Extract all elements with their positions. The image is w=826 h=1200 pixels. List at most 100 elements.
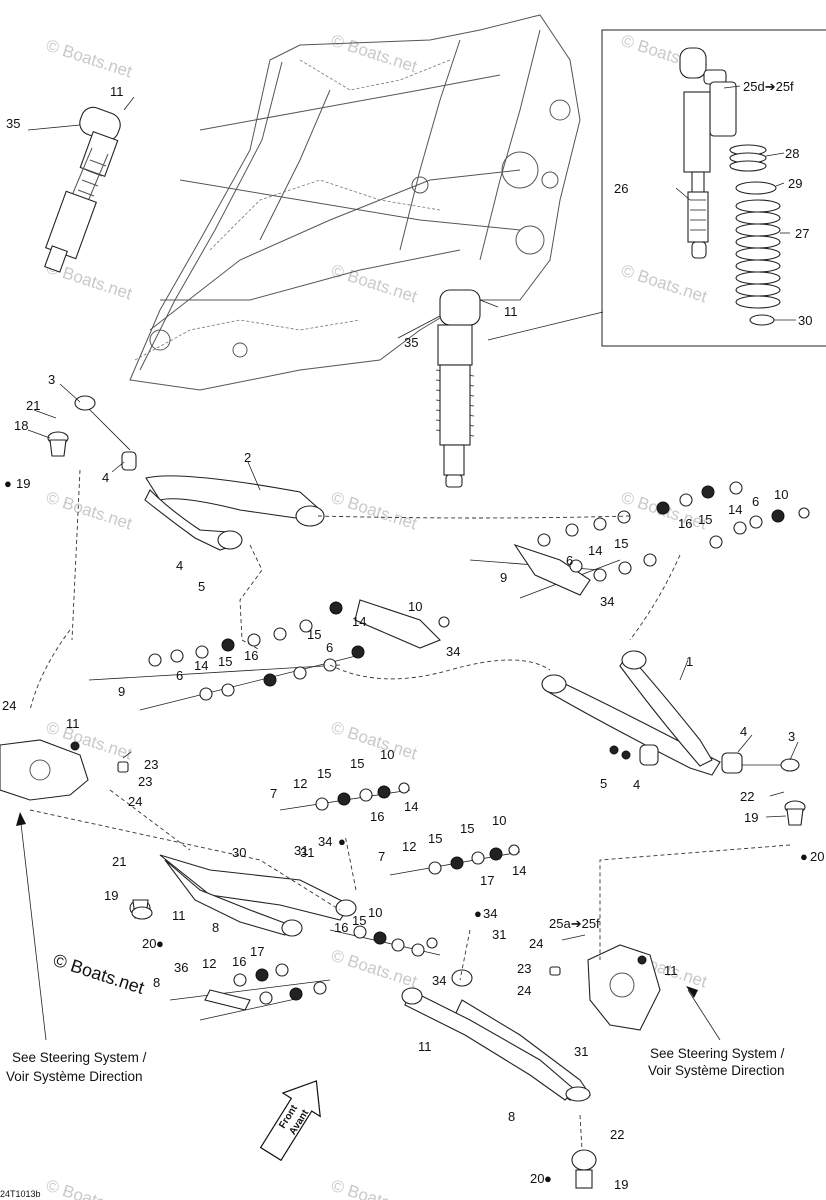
upper-a-arm-left bbox=[74, 395, 325, 551]
watermark: © Boats.net bbox=[329, 31, 420, 77]
callout-label: 20 bbox=[530, 1171, 544, 1186]
callout-label: 9 bbox=[500, 570, 507, 585]
callout-label: 15 bbox=[218, 654, 232, 669]
callout-label: 5 bbox=[600, 776, 607, 791]
watermark: © Boats.net bbox=[619, 261, 710, 307]
watermark: © Boats.net bbox=[329, 1176, 420, 1200]
watermark: © Boats.net bbox=[329, 946, 420, 992]
callout-label: 14 bbox=[728, 502, 742, 517]
shock-components-inset bbox=[487, 29, 826, 347]
callout-label: 24 bbox=[128, 794, 142, 809]
callout-label: 31 bbox=[492, 927, 506, 942]
callout-label: 23 bbox=[517, 961, 531, 976]
callout-label: 6 bbox=[752, 494, 759, 509]
callout-label: 9 bbox=[118, 684, 125, 699]
callout-label: 6 bbox=[176, 668, 183, 683]
callout-label: 34 bbox=[446, 644, 460, 659]
callout-label: 6 bbox=[566, 553, 573, 568]
callout-label: 21 bbox=[26, 398, 40, 413]
callout-labels: 11 35 11 35 25d➔25f 28 29 26 27 30 3 21 … bbox=[2, 79, 824, 1192]
callout-label: 19 bbox=[744, 810, 758, 825]
callout-label: 16 bbox=[678, 516, 692, 531]
callout-label: 35 bbox=[6, 116, 20, 131]
callout-label: 11 bbox=[664, 963, 678, 978]
callout-label: 19 bbox=[104, 888, 118, 903]
lower-a-arm-left bbox=[129, 854, 357, 937]
callout-label: 16 bbox=[232, 954, 246, 969]
callout-label: 8 bbox=[153, 975, 160, 990]
callout-label: 26 bbox=[614, 181, 628, 196]
callout-label: 18 bbox=[14, 418, 28, 433]
callout-label: 22 bbox=[610, 1127, 624, 1142]
callout-label: 15 bbox=[428, 831, 442, 846]
lower-bushing-stacks bbox=[169, 782, 521, 1021]
oil-drop-icon: ● bbox=[338, 834, 346, 849]
callout-label: 10 bbox=[368, 905, 382, 920]
callout-label: 1 bbox=[686, 654, 693, 669]
callout-label: 35 bbox=[404, 335, 418, 350]
steering-note-line: See Steering System / bbox=[12, 1050, 147, 1065]
callout-label: 20 bbox=[142, 936, 156, 951]
watermark: © Boats.net bbox=[44, 488, 135, 534]
callout-label: 4 bbox=[740, 724, 747, 739]
callout-label: 3 bbox=[788, 729, 795, 744]
callout-label: 11 bbox=[110, 84, 124, 99]
callout-label: 14 bbox=[194, 658, 208, 673]
callout-label: 4 bbox=[102, 470, 109, 485]
callout-label: 27 bbox=[795, 226, 809, 241]
callout-label: 29 bbox=[788, 176, 802, 191]
callout-label: 7 bbox=[270, 786, 277, 801]
callout-label: 23 bbox=[144, 757, 158, 772]
callout-label: 16 bbox=[370, 809, 384, 824]
callout-label: 15 bbox=[352, 913, 366, 928]
callout-label: 15 bbox=[698, 512, 712, 527]
callout-label: 14 bbox=[512, 863, 526, 878]
oil-drop-icon: ● bbox=[474, 906, 482, 921]
callout-label: 12 bbox=[202, 956, 216, 971]
callout-label: 15 bbox=[460, 821, 474, 836]
callout-label: 15 bbox=[307, 627, 321, 642]
callout-label: 31 bbox=[574, 1044, 588, 1059]
callout-label: 31 bbox=[294, 843, 308, 858]
callout-label: 14 bbox=[588, 543, 602, 558]
callout-label: 34 bbox=[432, 973, 446, 988]
callout-label: 11 bbox=[418, 1039, 432, 1054]
callout-label: 19 bbox=[16, 476, 30, 491]
steering-note-left: See Steering System / Voir Système Direc… bbox=[6, 812, 147, 1084]
knuckle-right bbox=[549, 934, 661, 1031]
callout-label: 10 bbox=[774, 487, 788, 502]
steering-note-line: Voir Système Direction bbox=[648, 1063, 785, 1078]
callout-label: 24 bbox=[2, 698, 16, 713]
callout-label: 25a➔25f bbox=[549, 916, 600, 931]
callout-label: 12 bbox=[293, 776, 307, 791]
callout-label: 28 bbox=[785, 146, 799, 161]
callout-label: 5 bbox=[198, 579, 205, 594]
callout-label: 11 bbox=[504, 304, 518, 319]
callout-label: 4 bbox=[633, 777, 640, 792]
oil-drop-icon: ● bbox=[800, 849, 808, 864]
watermark: © Boats.net bbox=[329, 488, 420, 534]
copyright-label: © Boats.net bbox=[51, 950, 147, 998]
callout-label: 20 bbox=[810, 849, 824, 864]
callout-label: 10 bbox=[492, 813, 506, 828]
watermark: © Boats.net bbox=[44, 1176, 135, 1200]
callout-label: 15 bbox=[317, 766, 331, 781]
left-shock-absorber bbox=[44, 106, 121, 273]
callout-label: 34 bbox=[483, 906, 497, 921]
upper-a-arm-right bbox=[541, 650, 800, 776]
callout-label: 2 bbox=[244, 450, 251, 465]
watermark: © Boats.net bbox=[329, 718, 420, 764]
callout-label: 31 bbox=[300, 845, 314, 860]
callout-label: 3 bbox=[48, 372, 55, 387]
lubricant-drop-icons: ● ● ● ● ● ● bbox=[4, 476, 808, 1186]
callout-label: 15 bbox=[350, 756, 364, 771]
lower-a-arm-right bbox=[401, 969, 597, 1189]
callout-label: 25d➔25f bbox=[743, 79, 794, 94]
callout-label: 30 bbox=[798, 313, 812, 328]
callout-label: 6 bbox=[326, 640, 333, 655]
callout-label: 36 bbox=[174, 960, 188, 975]
callout-label: 23 bbox=[138, 774, 152, 789]
watermark: © Boats.net bbox=[44, 36, 135, 82]
callout-label: 11 bbox=[66, 716, 80, 731]
